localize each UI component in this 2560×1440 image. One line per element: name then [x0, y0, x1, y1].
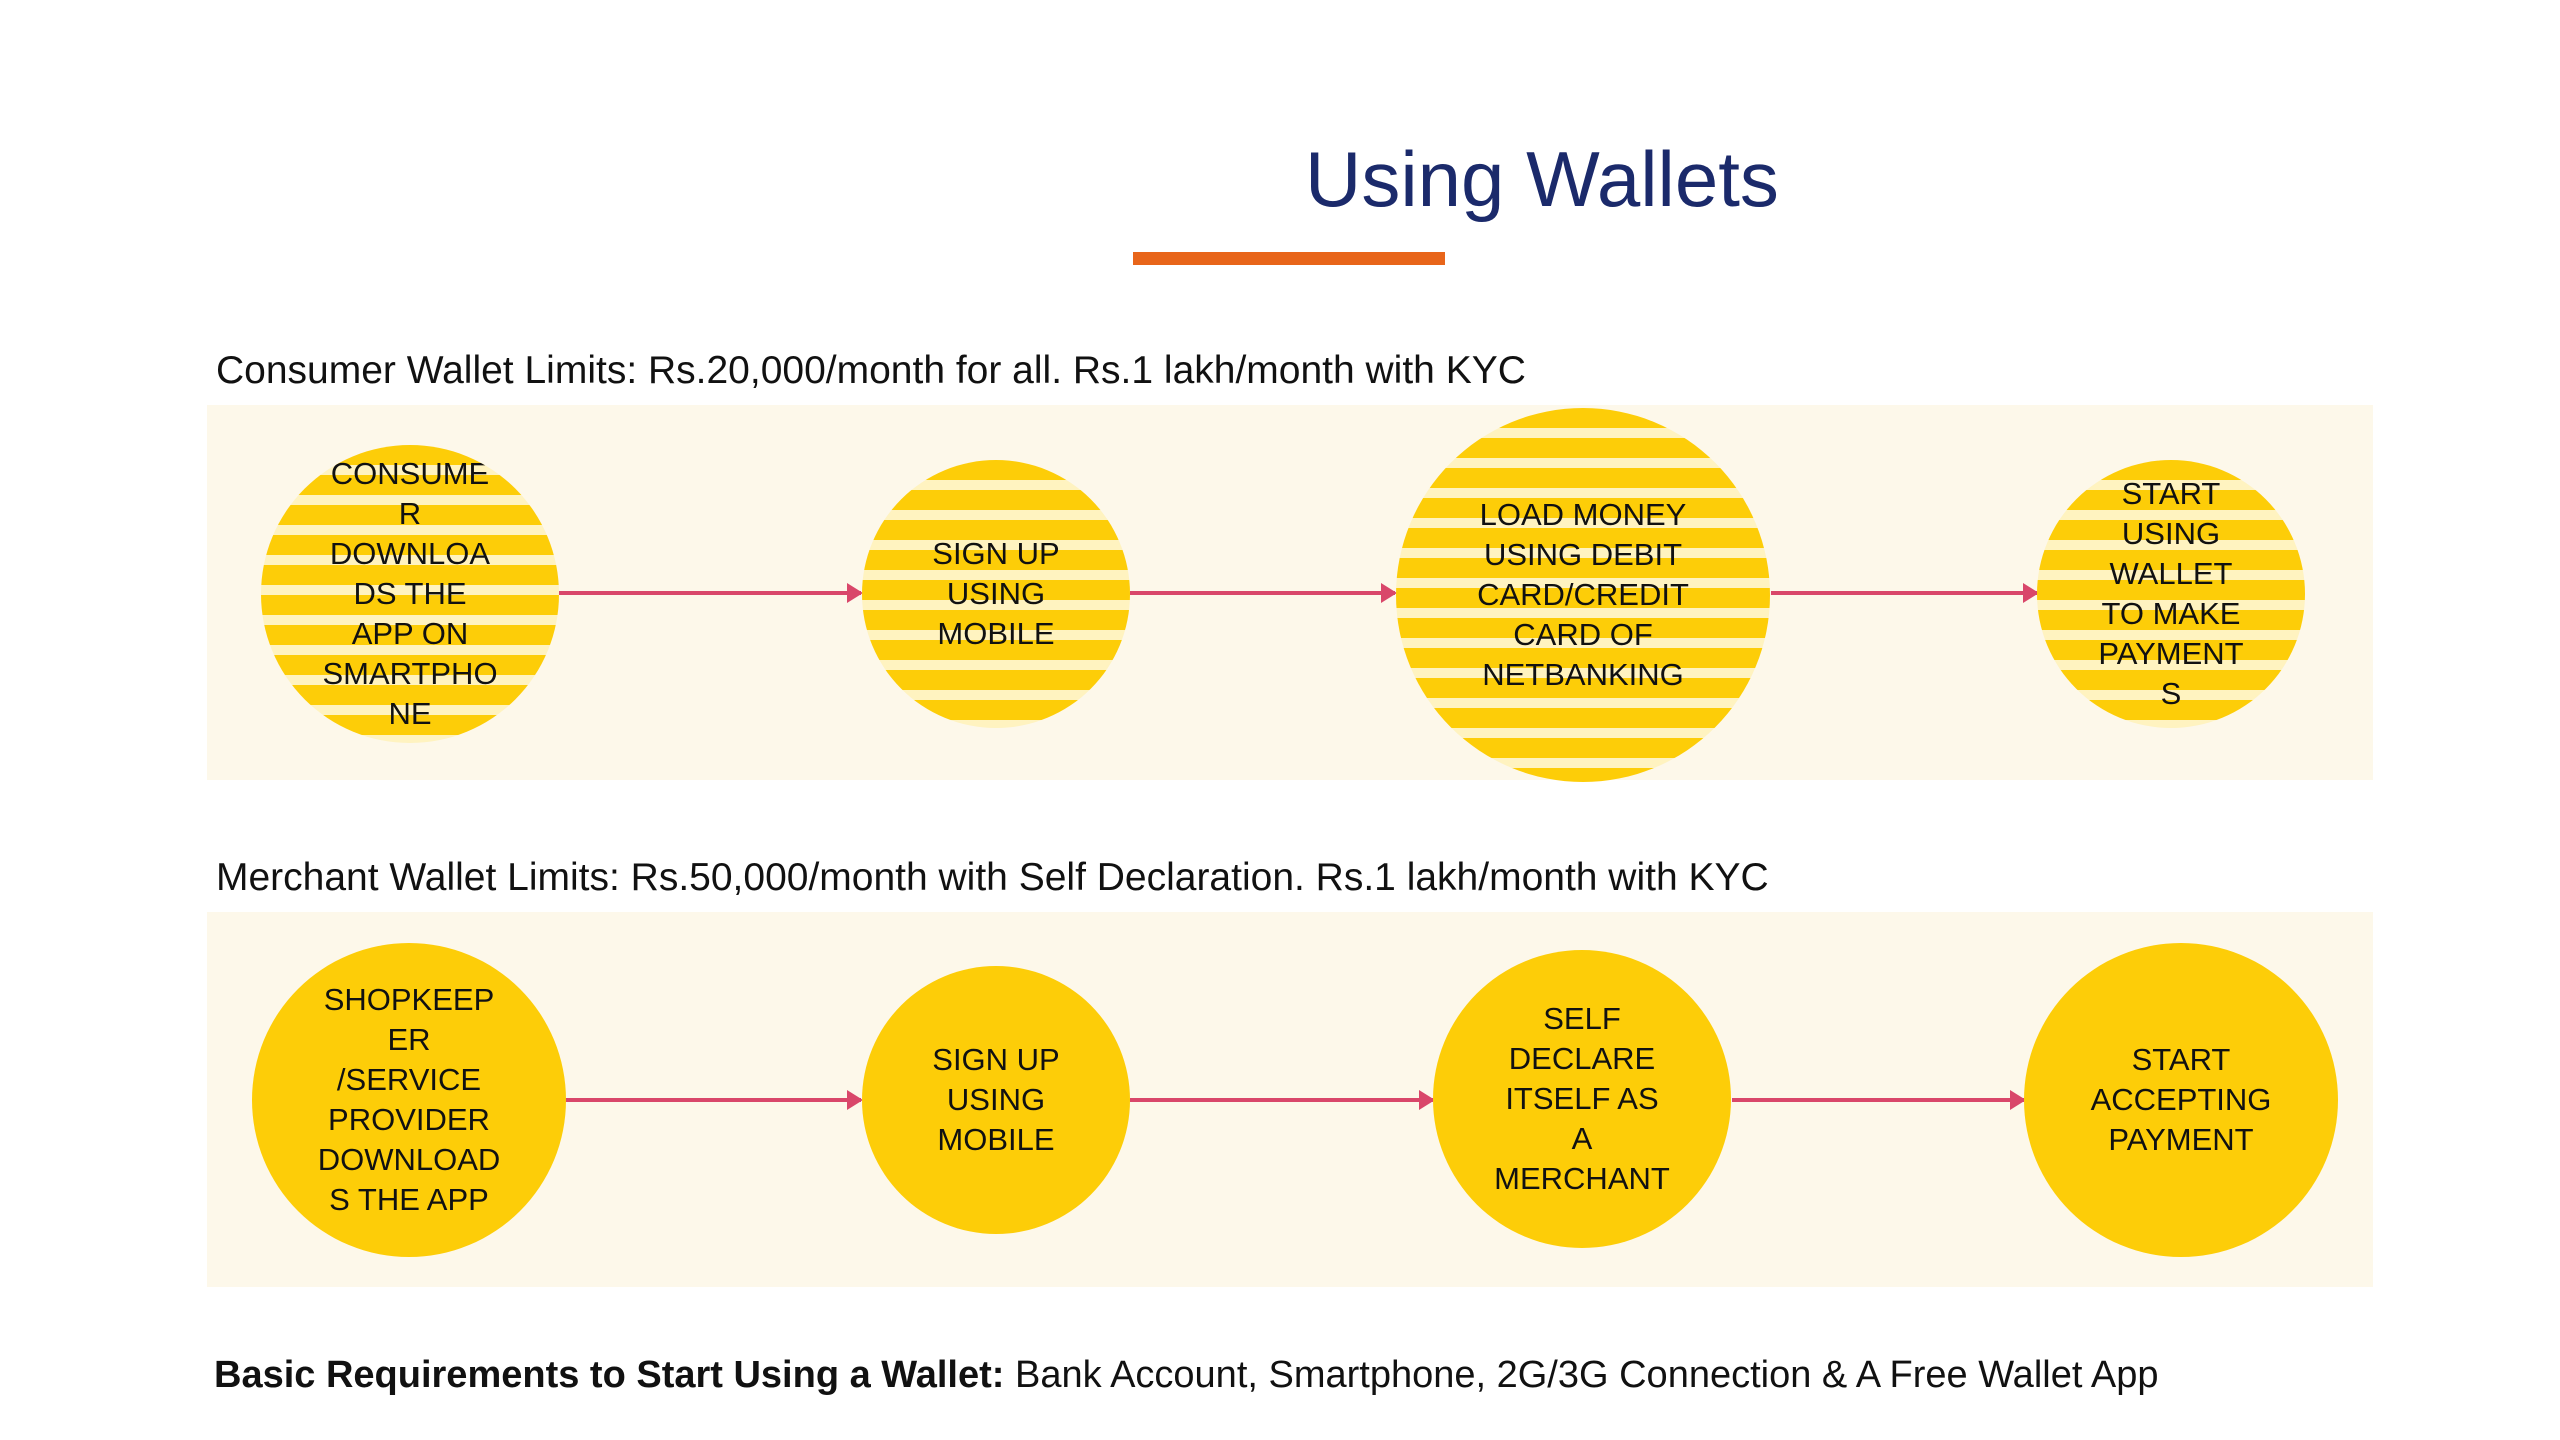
title-underline	[1133, 252, 1445, 265]
merchant-step-start-accepting: START ACCEPTING PAYMENT	[2024, 943, 2338, 1257]
merchant-limits-label: Merchant Wallet Limits: Rs.50,000/month …	[216, 856, 1769, 899]
merchant-step-1-text: SHOPKEEP ER /SERVICE PROVIDER DOWNLOAD S…	[317, 982, 501, 1217]
consumer-step-load-money: LOAD MONEY USING DEBIT CARD/CREDIT CARD …	[1396, 408, 1770, 782]
consumer-step-sign-up: SIGN UP USING MOBILE	[862, 460, 1130, 728]
consumer-limits-label: Consumer Wallet Limits: Rs.20,000/month …	[216, 349, 1526, 392]
consumer-step-4-text: START USING WALLET TO MAKE PAYMENT S	[2098, 476, 2244, 711]
consumer-arrow-3	[1771, 583, 2039, 603]
basic-requirements-heading: Basic Requirements to Start Using a Wall…	[214, 1354, 1005, 1396]
merchant-step-3-text: SELF DECLARE ITSELF AS A MERCHANT	[1494, 1001, 1670, 1196]
basic-requirements-list: Bank Account, Smartphone, 2G/3G Connecti…	[1004, 1354, 2159, 1396]
consumer-step-1-text: CONSUME R DOWNLOA DS THE APP ON SMARTPHO…	[322, 456, 498, 731]
merchant-arrow-1	[565, 1090, 863, 1110]
consumer-step-download-app: CONSUME R DOWNLOA DS THE APP ON SMARTPHO…	[261, 445, 559, 743]
consumer-step-3-text: LOAD MONEY USING DEBIT CARD/CREDIT CARD …	[1477, 497, 1689, 692]
page-title: Using Wallets	[1305, 135, 1779, 223]
basic-requirements-text: Basic Requirements to Start Using a Wall…	[214, 1356, 2158, 1394]
merchant-step-sign-up: SIGN UP USING MOBILE	[862, 966, 1130, 1234]
merchant-step-self-declare: SELF DECLARE ITSELF AS A MERCHANT	[1433, 950, 1731, 1248]
merchant-arrow-3	[1732, 1090, 2026, 1110]
merchant-step-2-text: SIGN UP USING MOBILE	[932, 1042, 1060, 1157]
consumer-arrow-1	[559, 583, 863, 603]
consumer-arrow-2	[1130, 583, 1397, 603]
merchant-arrow-2	[1130, 1090, 1435, 1110]
merchant-step-4-text: START ACCEPTING PAYMENT	[2090, 1042, 2272, 1157]
consumer-step-start-using: START USING WALLET TO MAKE PAYMENT S	[2037, 460, 2305, 728]
consumer-step-2-text: SIGN UP USING MOBILE	[932, 536, 1060, 651]
merchant-step-download-app: SHOPKEEP ER /SERVICE PROVIDER DOWNLOAD S…	[252, 943, 566, 1257]
